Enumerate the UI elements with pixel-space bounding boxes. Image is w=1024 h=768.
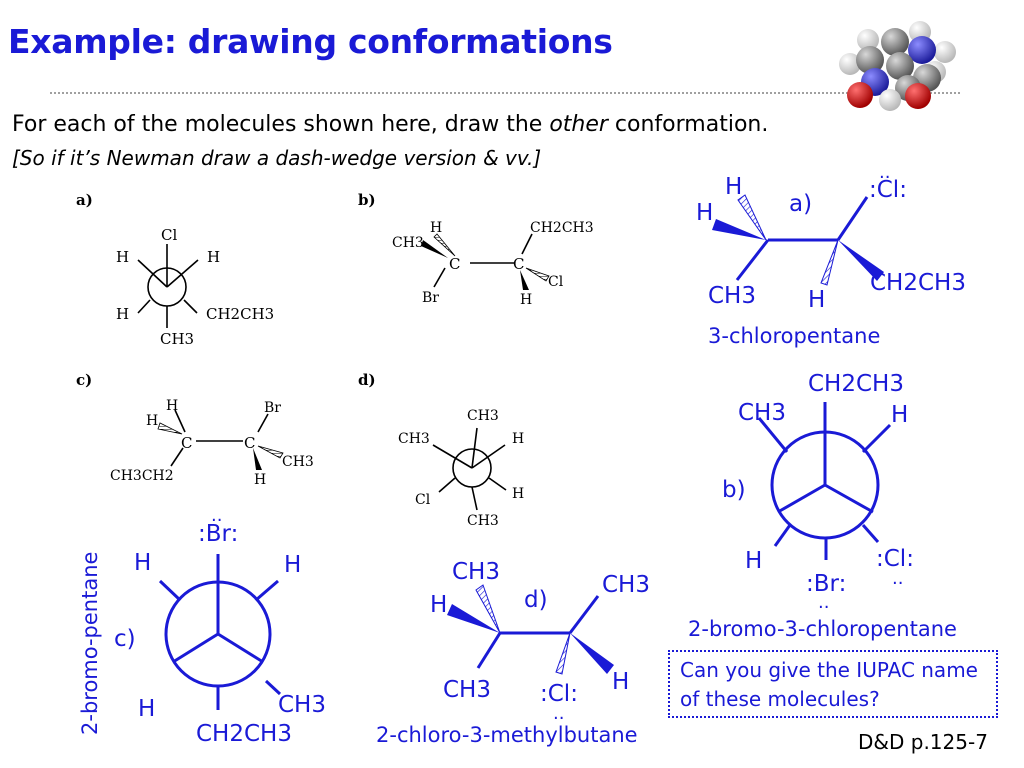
problem-c-left-downleft: CH3CH2 [110, 468, 174, 484]
answer-d-label: d) [524, 587, 548, 613]
instruction-emphasis: other [549, 112, 608, 137]
question-box: Can you give the IUPAC name of these mol… [668, 650, 998, 718]
answer-a-left-left: H [696, 200, 713, 226]
problem-c-right-carbon: C [244, 434, 255, 452]
problem-c-label: c) [76, 371, 92, 389]
problem-d: d) CH3 CH3 H Cl H CH3 [358, 371, 524, 529]
answer-c-top-right: H [284, 552, 301, 578]
answer-a-left-up: H [725, 174, 742, 200]
problem-c-left-up: H [166, 398, 178, 414]
answer-c-name: 2-bromo-pentane [78, 552, 102, 735]
problem-c-right-up: Br [264, 400, 281, 416]
answer-a-right-downright: CH2CH3 [870, 270, 966, 296]
problem-b: b) C C CH3 H Br CH2CH3 Cl H [358, 191, 594, 308]
problem-d-label: d) [358, 371, 376, 389]
problem-b-left-up: H [430, 220, 442, 236]
answer-b-bottom-left: H [745, 548, 762, 574]
problem-a-front-top: Cl [161, 226, 177, 244]
problem-a-back-bottom: CH3 [160, 330, 194, 348]
answer-b-bottom-right: :Cl: [876, 546, 914, 572]
answer-d: CH3 H d) CH3 CH3 H :Cl: .. 2-chloro-3-me… [376, 559, 650, 747]
answer-b-top-right: H [891, 402, 908, 428]
problem-a: a) Cl H H H CH2CH3 CH3 [76, 191, 274, 348]
problem-c-right-down: H [254, 472, 266, 488]
slide-title: Example: drawing conformations [8, 22, 613, 61]
answer-d-left-down: CH3 [443, 677, 491, 703]
answer-b-label: b) [722, 477, 746, 503]
problem-b-left-down: Br [422, 290, 439, 306]
answer-b-bottom: :Br: [806, 571, 846, 597]
problem-b-right-up: CH2CH3 [530, 220, 594, 236]
answer-a-name: 3-chloropentane [708, 324, 880, 348]
problem-d-back-right: H [512, 486, 524, 502]
page-reference: D&D p.125-7 [858, 730, 988, 754]
problem-b-right-down: H [520, 292, 532, 308]
answer-a-label: a) [789, 191, 812, 217]
answer-c-top: :Br: [198, 521, 238, 547]
answer-b-name: 2-bromo-3-chloropentane [688, 617, 957, 641]
answer-d-lone-pair: .. [553, 703, 564, 724]
problem-a-label: a) [76, 191, 93, 209]
answer-c-label: c) [114, 626, 136, 652]
answer-d-name: 2-chloro-3-methylbutane [376, 723, 638, 747]
instruction-text-pre: For each of the molecules shown here, dr… [12, 112, 550, 137]
answer-b-top-left: CH3 [738, 400, 786, 426]
answer-d-left-left: H [430, 592, 447, 618]
problem-d-front-right: H [512, 431, 524, 447]
answer-d-right-right: H [612, 669, 629, 695]
answer-b-br-lone-pair: .. [818, 592, 829, 613]
answer-d-right-up: CH3 [602, 572, 650, 598]
problem-b-right-right: Cl [548, 274, 564, 290]
problem-d-back-left: Cl [415, 492, 431, 508]
answer-a-lone-pair: .. [879, 162, 890, 183]
problem-d-front-left: CH3 [398, 431, 430, 447]
problem-d-front-top: CH3 [467, 408, 499, 424]
answer-a-right-up: :Cl: [869, 177, 907, 203]
problem-b-left-upleft: CH3 [392, 235, 424, 251]
instruction-line-2: [So if it’s Newman draw a dash-wedge ver… [12, 146, 542, 170]
answer-b-cl-lone-pair: .. [892, 568, 903, 589]
problem-a-back-right: CH2CH3 [206, 305, 274, 323]
problem-c-left-upleft: H [146, 413, 158, 429]
problem-b-left-carbon: C [449, 255, 460, 273]
answer-c-bottom: CH2CH3 [196, 721, 292, 747]
answer-c-top-left: H [134, 550, 151, 576]
answer-c-bottom-left: H [138, 696, 155, 722]
answer-c-bottom-right: CH3 [278, 692, 326, 718]
answer-c: :Br: .. H H c) H CH3 CH2CH3 2-bromo-pent… [78, 505, 326, 747]
instruction-text-post: conformation. [607, 112, 769, 137]
answer-b-top: CH2CH3 [808, 371, 904, 397]
problem-a-back-left: H [116, 305, 129, 323]
problem-c-right-right: CH3 [282, 454, 314, 470]
answer-a-left-down: CH3 [708, 283, 756, 309]
problem-a-front-left: H [116, 248, 129, 266]
answer-a: H H CH3 a) :Cl: .. H CH2CH3 3-chloropent… [696, 162, 966, 348]
problem-c-left-carbon: C [181, 434, 192, 452]
problem-d-back-bottom: CH3 [467, 513, 499, 529]
answer-d-right-down: :Cl: [540, 681, 578, 707]
problem-b-right-carbon: C [513, 255, 524, 273]
problem-b-label: b) [358, 191, 376, 209]
instruction-line-1: For each of the molecules shown here, dr… [12, 112, 768, 137]
problem-a-front-right: H [207, 248, 220, 266]
problem-c: c) C C H H CH3CH2 Br CH3 H [76, 371, 314, 488]
title-divider [50, 92, 960, 94]
molecule-space-filling-model-icon [839, 21, 956, 111]
answer-d-left-up: CH3 [452, 559, 500, 585]
answer-b: CH2CH3 CH3 H b) H :Cl: .. :Br: .. 2-brom… [688, 371, 957, 641]
answer-c-lone-pair: .. [211, 505, 222, 526]
answer-a-right-downleft: H [808, 287, 825, 313]
